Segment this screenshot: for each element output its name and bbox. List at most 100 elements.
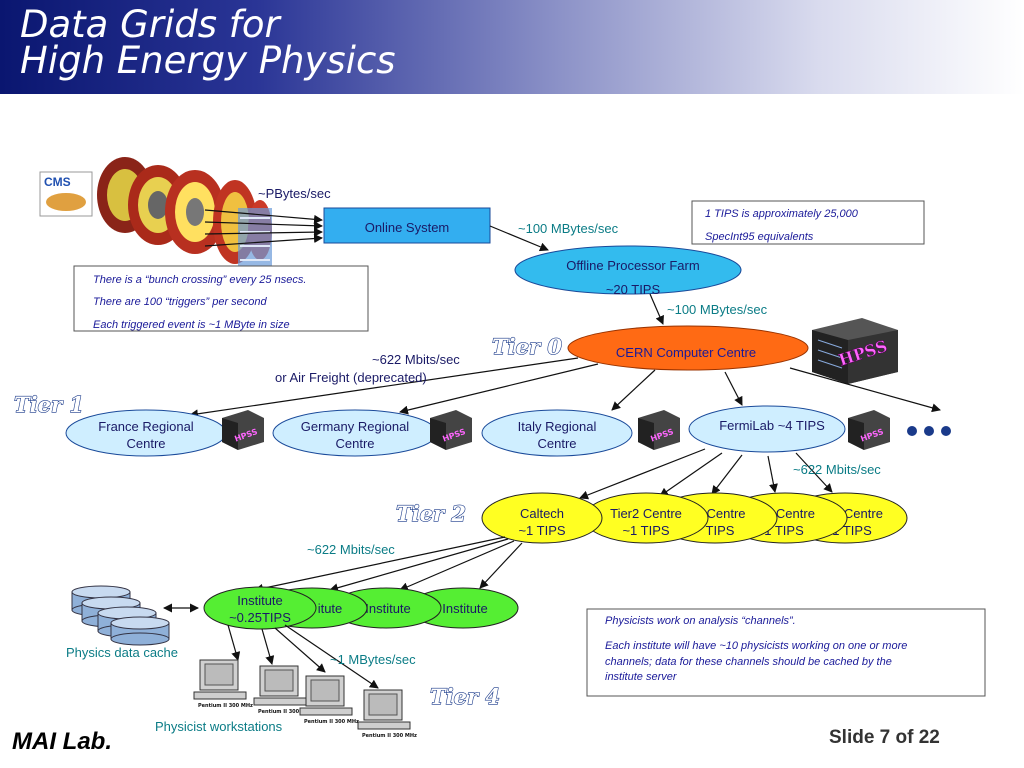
mbits-622-a-label: ~622 Mbits/sec	[372, 352, 460, 367]
institute-nodes: Institute Institute itute Institute ~0.2…	[203, 586, 519, 630]
caltech-l1: Caltech	[520, 506, 564, 521]
tier2-partial1-l1: Centre	[706, 506, 745, 521]
caltech-node	[481, 492, 603, 544]
detector-link-1	[204, 209, 323, 224]
mbytes-1-label: ~1 MBytes/sec	[330, 652, 416, 667]
physicists-note-line3: channels; data for these channels should…	[605, 656, 892, 668]
institute-main-l2: ~0.25TIPS	[229, 610, 291, 625]
tier1-france: France Regional Centre	[65, 409, 227, 457]
mbits-622-c-label: ~622 Mbits/sec	[307, 542, 395, 557]
italy-label-2: Centre	[537, 436, 576, 451]
tips-note-line1: 1 TIPS is approximately 25,000	[705, 208, 859, 220]
cern-italy-link	[611, 369, 656, 411]
italy-node	[481, 409, 633, 457]
more-centres-dots	[907, 426, 951, 436]
tier2-partial1-l2: TIPS	[706, 523, 735, 538]
tier2-centre-l2: ~1 TIPS	[622, 523, 669, 538]
ws-1-caption: Pentium II 300 MHz	[198, 703, 253, 709]
detector-link-2	[204, 221, 323, 231]
online-system-label: Online System	[365, 220, 450, 235]
institute-main-node	[203, 586, 317, 630]
detector-rings	[97, 157, 272, 268]
tier2-partial2-l1: 2 Centre	[765, 506, 815, 521]
mbytes-100-a-label: ~100 MBytes/sec	[518, 221, 619, 236]
germany-label-1: Germany Regional	[301, 419, 409, 434]
fermi-tier2-link-3	[767, 455, 778, 493]
physics-cache-label: Physics data cache	[66, 645, 178, 660]
tier0-label: Tier 0	[492, 334, 562, 359]
offline-farm-node	[514, 245, 742, 295]
workstation-1: Pentium II 300 MHz	[193, 659, 253, 709]
institute-2-label: itute	[318, 601, 343, 616]
institute-4-label: Institute	[442, 601, 488, 616]
cern-label: CERN Computer Centre	[616, 345, 756, 360]
offline-farm-tips: ~20 TIPS	[606, 282, 661, 297]
slide-title-line1: Data Grids for	[20, 3, 280, 46]
hpss-silo-italy: HPSS	[638, 410, 680, 450]
slide-title-line2: High Energy Physics	[20, 39, 396, 82]
workstation-3: Pentium II 300 MHz	[299, 675, 359, 725]
tier2-nodes: 2 Centre 1 TIPS 2 Centre 1 TIPS Centre T…	[481, 492, 908, 544]
disk-4	[110, 616, 170, 646]
cms-detector-image: CMS	[39, 157, 272, 268]
inst-ws-link-2	[261, 628, 275, 665]
physicists-note-box	[586, 608, 986, 697]
mbytes-100-b-label: ~100 MBytes/sec	[667, 302, 768, 317]
hpss-silo-germany: HPSS	[430, 410, 472, 450]
pbytes-label: ~PBytes/sec	[258, 186, 331, 201]
slide-number: Slide 7 of 22	[829, 727, 940, 748]
title-banner: Data Grids for High Energy Physics	[0, 0, 1024, 94]
tier1-italy: Italy Regional Centre	[481, 409, 633, 457]
france-label-1: France Regional	[98, 419, 193, 434]
bunch-note-line2: There are 100 “triggers” per second	[93, 296, 268, 308]
tier4-label: Tier 4	[430, 684, 500, 709]
detector-link-4	[204, 234, 323, 247]
physicists-note-line1: Physicists work on analysis “channels”.	[605, 615, 796, 627]
fermi-tier2-link-1	[659, 452, 723, 497]
cern-france-link	[189, 357, 579, 419]
cms-logo-text: CMS	[44, 175, 71, 189]
online-system-box	[323, 207, 491, 244]
caltech-l2: ~1 TIPS	[518, 523, 565, 538]
online-offline-link	[489, 225, 549, 252]
physicists-note-line2: Each institute will have ~10 physicists …	[605, 640, 907, 652]
france-label-2: Centre	[126, 436, 165, 451]
ws-3-caption: Pentium II 300 MHz	[304, 719, 359, 725]
germany-label-2: Centre	[335, 436, 374, 451]
tier1-label: Tier 1	[14, 392, 84, 417]
ws-4-caption: Pentium II 300 MHz	[362, 733, 417, 739]
caltech-inst-link-2	[329, 538, 509, 593]
cern-germany-link	[399, 363, 599, 415]
cern-fermilab-link	[724, 371, 743, 406]
physics-data-cache-icon	[71, 585, 170, 646]
mbits-622-b-label: ~622 Mbits/sec	[793, 462, 881, 477]
bunch-note-line1: There is a “bunch crossing” every 25 nse…	[93, 274, 306, 286]
hpss-silo-fermilab: HPSS	[848, 410, 890, 450]
tier1-fermilab: FermiLab ~4 TIPS	[688, 405, 846, 453]
caltech-inst-link-4	[479, 542, 523, 589]
institute-main-l1: Institute	[237, 593, 283, 608]
fermi-tier2-link-4	[795, 452, 833, 493]
air-freight-label: or Air Freight (deprecated)	[275, 370, 427, 385]
detector-link-3	[204, 227, 323, 237]
workstations-label: Physicist workstations	[155, 719, 283, 734]
workstation-4: Pentium II 300 MHz	[357, 689, 417, 739]
institute-3-label: Institute	[365, 601, 411, 616]
bunch-note-line3: Each triggered event is ~1 MByte in size	[93, 319, 290, 331]
tips-note-line2: SpecInt95 equivalents	[705, 231, 814, 243]
physicists-note-line4: institute server	[605, 671, 678, 683]
caltech-inst-link-3	[399, 540, 515, 591]
ws-2-caption: Pentium II 300 MHz	[258, 709, 313, 715]
fermi-tier2-link-2	[711, 454, 743, 495]
fermi-caltech-link	[579, 448, 706, 500]
tier2-centre-l1: Tier2 Centre	[610, 506, 682, 521]
hpss-silo-cern: HPSS	[812, 318, 898, 384]
inst-ws-link-1	[227, 624, 241, 661]
inst-ws-link-3	[274, 627, 326, 673]
workstation-2: Pentium II 300 MHz	[253, 665, 313, 715]
lab-name: MAI Lab.	[12, 728, 112, 755]
fermilab-node	[688, 405, 846, 453]
cern-node	[567, 325, 809, 371]
fermilab-label: FermiLab ~4 TIPS	[719, 418, 825, 433]
